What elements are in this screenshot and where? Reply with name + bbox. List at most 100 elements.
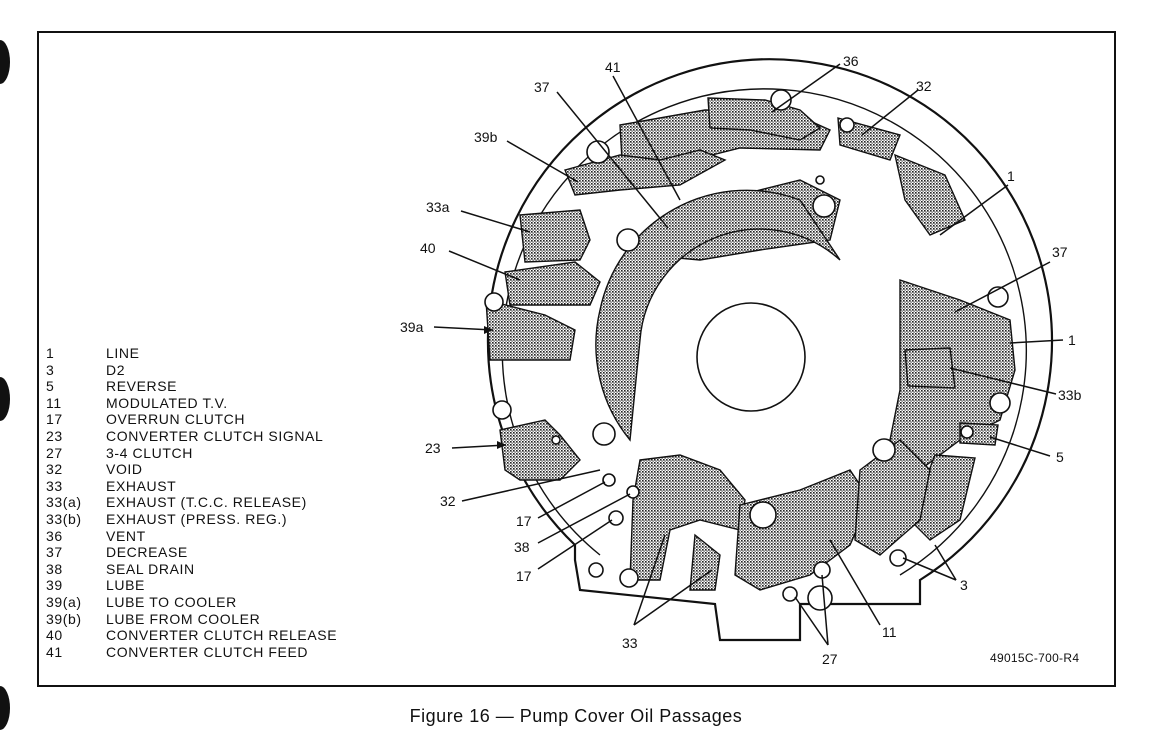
passage-40: [504, 261, 601, 306]
legend-row: 37 DECREASE: [44, 544, 337, 561]
legend-row: 3 D2: [44, 362, 337, 379]
legend-label: DECREASE: [106, 544, 188, 561]
binding-hole-top: [0, 40, 10, 84]
legend-label: LUBE FROM COOLER: [106, 610, 261, 627]
passage-1-upper: [894, 153, 966, 236]
callout-38: 38: [514, 539, 530, 555]
legend-label: EXHAUST (PRESS. REG.): [106, 510, 288, 527]
legend-row: 39(a) LUBE TO COOLER: [44, 594, 337, 611]
binding-hole-bottom: [0, 686, 10, 730]
callout-37-top: 37: [534, 79, 550, 95]
legend-code: 23: [46, 427, 63, 444]
legend-code: 5: [46, 378, 55, 395]
bores: [484, 89, 1011, 611]
legend-row: 27 3-4 CLUTCH: [44, 445, 337, 462]
callout-3: 3: [960, 577, 968, 593]
legend-label: LINE: [106, 345, 140, 361]
legend-code: 33(a): [46, 494, 82, 511]
legend-code: 36: [46, 527, 63, 544]
legend-label: CONVERTER CLUTCH RELEASE: [106, 627, 338, 644]
legend-label: LUBE: [106, 577, 145, 594]
legend-code: 41: [46, 643, 63, 660]
callout-33a: 33a: [426, 199, 450, 215]
legend-label: EXHAUST: [106, 477, 177, 494]
passage-39a: [485, 299, 576, 361]
callout-39b: 39b: [474, 129, 498, 145]
passage-33-lower: [629, 454, 746, 581]
callout-41: 41: [605, 59, 621, 75]
legend-row: 23 CONVERTER CLUTCH SIGNAL: [44, 428, 337, 445]
callout-32-bottom: 32: [440, 493, 456, 509]
legend-code: 39: [46, 577, 63, 594]
center-bore: [696, 302, 806, 412]
legend-label: D2: [106, 361, 126, 378]
callout-labels: 41 36 37 32 39b 1 33a 40 37 39a 1 33b 23…: [400, 53, 1082, 667]
passage-23: [499, 419, 581, 481]
legend-row: 38 SEAL DRAIN: [44, 561, 337, 578]
legend-label: OVERRUN CLUTCH: [106, 411, 246, 428]
legend-code: 39(b): [46, 610, 82, 627]
legend-row: 41 CONVERTER CLUTCH FEED: [44, 644, 337, 661]
legend-code: 39(a): [46, 593, 82, 610]
figure-frame: [37, 31, 1116, 687]
legend-code: 40: [46, 627, 63, 644]
callout-17-lower: 17: [516, 568, 532, 584]
passage-41-inner-ring: [595, 189, 841, 442]
legend-row: 1 LINE: [44, 345, 337, 362]
legend-row: 11 MODULATED T.V.: [44, 395, 337, 412]
legend-row: 39(b) LUBE FROM COOLER: [44, 611, 337, 628]
figure-caption: Figure 16 — Pump Cover Oil Passages: [409, 706, 743, 726]
legend-label: LUBE TO COOLER: [106, 593, 237, 610]
passage-lower-right: [854, 439, 931, 556]
legend-label: SEAL DRAIN: [106, 560, 195, 577]
legend-code: 33(b): [46, 510, 82, 527]
legend-label: VOID: [106, 461, 143, 478]
callout-39a: 39a: [400, 319, 424, 335]
legend-code: 1: [46, 345, 55, 361]
callout-23: 23: [425, 440, 441, 456]
callout-11: 11: [882, 624, 897, 640]
reference-number: 49015C-700-R4: [990, 651, 1080, 665]
callout-1-upper: 1: [1007, 168, 1015, 184]
callout-37-right: 37: [1052, 244, 1068, 260]
leader-lines: [433, 63, 1064, 646]
legend-code: 38: [46, 560, 63, 577]
passage-33-lower-finger: [689, 533, 721, 591]
callout-1-right: 1: [1068, 332, 1076, 348]
legend-label: VENT: [106, 527, 146, 544]
callout-17-upper: 17: [516, 513, 532, 529]
legend-label: CONVERTER CLUTCH SIGNAL: [106, 427, 324, 444]
callout-5: 5: [1056, 449, 1064, 465]
leader-arrowheads: [484, 326, 506, 449]
callout-40: 40: [420, 240, 436, 256]
passage-33a: [519, 209, 591, 263]
binding-hole-middle: [0, 377, 10, 421]
legend-code: 11: [46, 394, 62, 411]
passage-33b: [904, 347, 956, 389]
legend-row: 36 VENT: [44, 528, 337, 545]
callout-32-top: 32: [916, 78, 932, 94]
callout-33b: 33b: [1058, 387, 1082, 403]
legend-label: EXHAUST (T.C.C. RELEASE): [106, 494, 307, 511]
legend-row: 40 CONVERTER CLUTCH RELEASE: [44, 627, 337, 644]
legend-code: 27: [46, 444, 63, 461]
legend-label: MODULATED T.V.: [106, 394, 228, 411]
callout-27: 27: [822, 651, 838, 667]
legend-row: 33(b) EXHAUST (PRESS. REG.): [44, 511, 337, 528]
legend-row: 33(a) EXHAUST (T.C.C. RELEASE): [44, 494, 337, 511]
legend-code: 37: [46, 544, 63, 561]
legend-row: 33 EXHAUST: [44, 478, 337, 495]
passage-11: [734, 469, 871, 591]
legend-row: 17 OVERRUN CLUTCH: [44, 411, 337, 428]
legend-code: 33: [46, 477, 63, 494]
legend-code: 3: [46, 361, 55, 378]
legend-code: 17: [46, 411, 63, 428]
callout-36: 36: [843, 53, 859, 69]
legend-label: CONVERTER CLUTCH FEED: [106, 643, 309, 660]
legend-label: 3-4 CLUTCH: [106, 444, 193, 461]
callout-33: 33: [622, 635, 638, 651]
